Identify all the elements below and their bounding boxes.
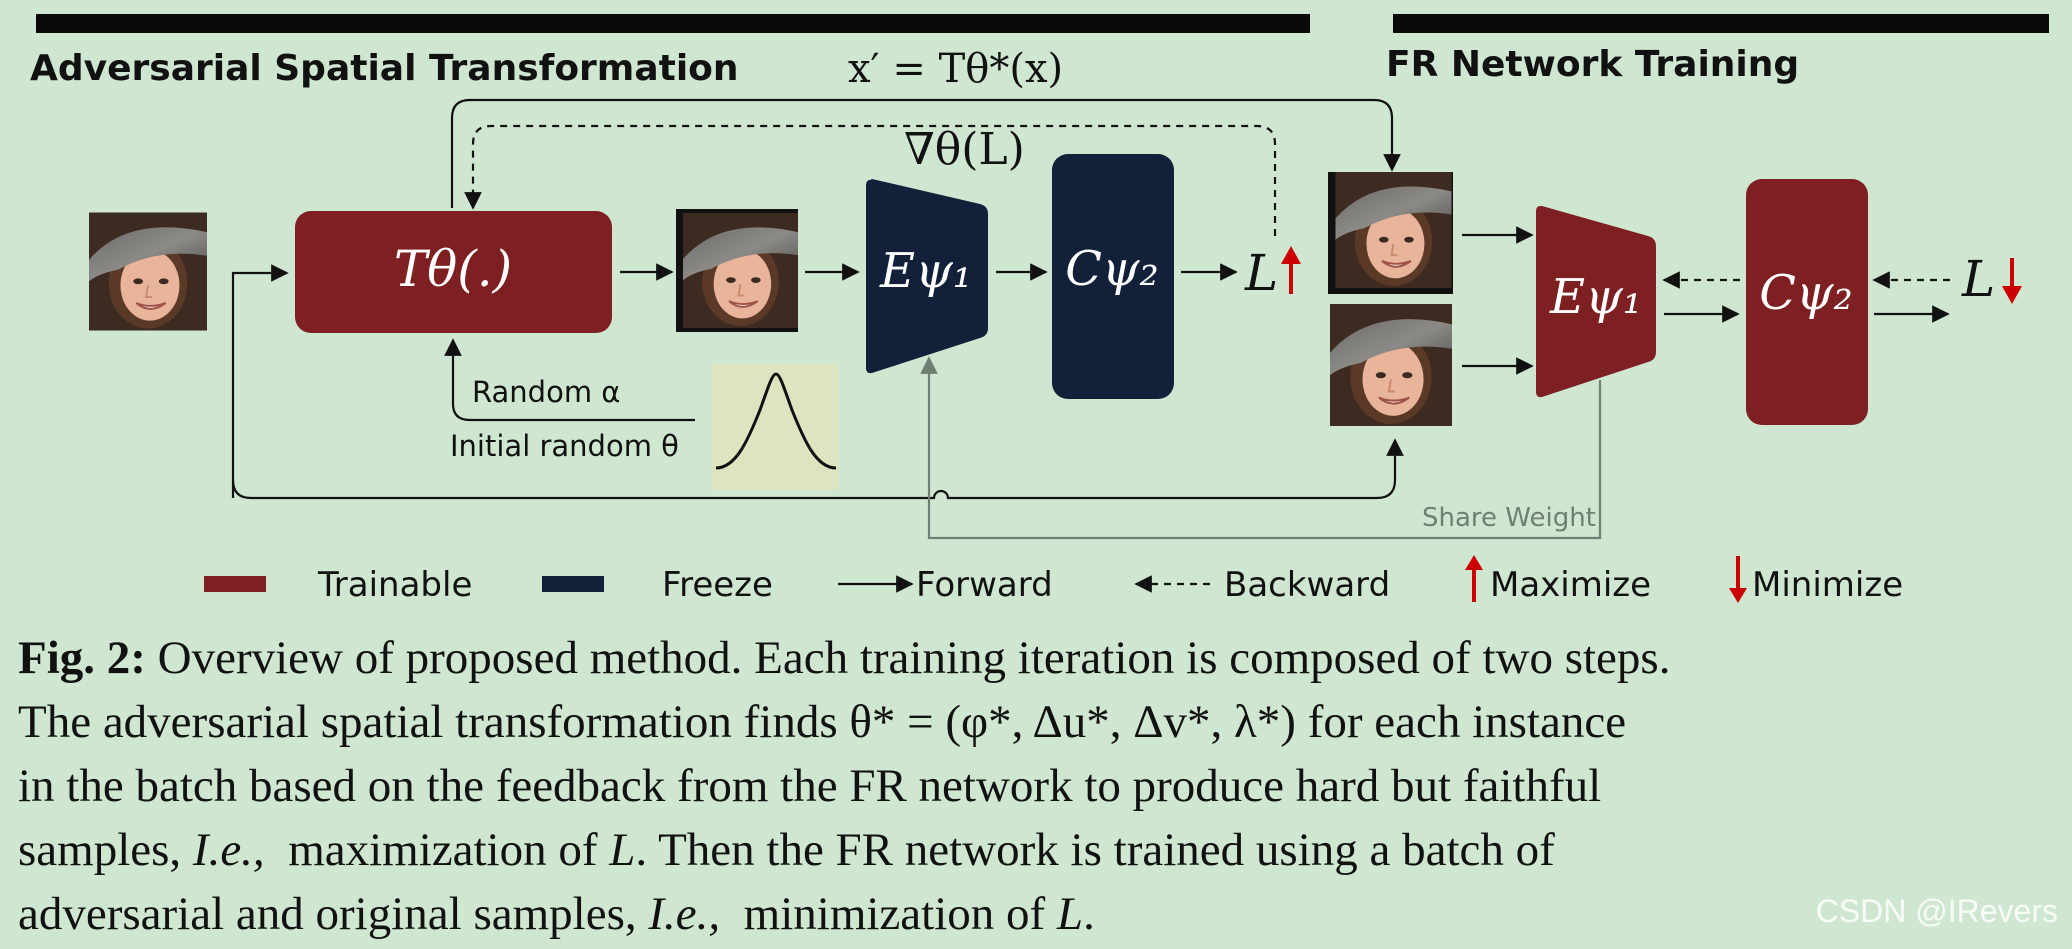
legend-freeze-label: Freeze [662, 565, 773, 605]
x-prime-formula: x′ = Tθ*(x) [848, 46, 1063, 92]
legend-forward-label: Forward [916, 565, 1053, 605]
gradient-formula: ∇θ(L) [904, 124, 1025, 175]
legend-minimize-label: Minimize [1752, 565, 1903, 605]
figure-caption: Fig. 2: Overview of proposed method. Eac… [18, 626, 2058, 946]
caption-line-2: The adversarial spatial transformation f… [18, 690, 2058, 754]
random-alpha-label: Random α [472, 375, 620, 409]
original-face-image [1330, 304, 1452, 426]
caption-line-3: in the batch based on the feedback from … [18, 754, 2058, 818]
share-weight-label: Share Weight [1422, 503, 1596, 533]
legend-trainable-label: Trainable [317, 565, 472, 605]
caption-line-4-c: maximization of [288, 824, 597, 876]
legend-minimize-arrow-icon [1729, 556, 1747, 603]
caption-loss-1: L [609, 824, 635, 876]
legend-maximize-arrow-icon [1465, 555, 1483, 602]
caption-line-5-a: adversarial and original samples, [18, 888, 637, 940]
trainable-classifier-label: Cψ₂ [1759, 265, 1853, 321]
header-bar-right [1393, 14, 2049, 33]
caption-fig-label: Fig. 2: [18, 632, 146, 684]
transform-label: Tθ(.) [394, 240, 512, 298]
method-diagram: Adversarial Spatial Transformation FR Ne… [0, 0, 2072, 620]
caption-line-5-c: minimization of [744, 888, 1046, 940]
caption-line-4-a: samples, [18, 824, 181, 876]
caption-line-5-e: . [1083, 888, 1095, 940]
watermark: CSDN @IRevers [1816, 893, 2058, 930]
header-left-title: Adversarial Spatial Transformation [30, 48, 739, 89]
input-to-transform-arrow [233, 273, 287, 498]
maximize-arrow-icon [1281, 246, 1301, 294]
frozen-encoder-label: Eψ₁ [879, 243, 972, 299]
loss-min-label: L [1961, 250, 1995, 308]
caption-loss-2: L [1057, 888, 1083, 940]
adversarial-face-image [1328, 172, 1453, 294]
caption-line-1: Fig. 2: Overview of proposed method. Eac… [18, 626, 2058, 690]
frozen-classifier-label: Cψ₂ [1065, 241, 1159, 297]
legend: Trainable Freeze Forward Backward Maximi… [204, 555, 1903, 605]
transformed-face-image [676, 209, 798, 332]
legend-backward-label: Backward [1224, 565, 1390, 605]
caption-line-4: samples, I.e., maximization of L. Then t… [18, 818, 2058, 882]
caption-line-1-text: Overview of proposed method. Each traini… [158, 632, 1671, 684]
trainable-encoder-label: Eψ₁ [1549, 269, 1642, 325]
initial-theta-label: Initial random θ [450, 429, 679, 463]
legend-freeze-swatch [542, 576, 604, 592]
caption-line-5: adversarial and original samples, I.e., … [18, 882, 2058, 946]
gaussian-distribution-box [712, 364, 838, 490]
caption-line-4-e: . Then the FR network is trained using a… [635, 824, 1554, 876]
caption-ie-1: I.e., [193, 824, 265, 876]
legend-trainable-swatch [204, 576, 266, 592]
header-bar-left [36, 14, 1310, 33]
legend-maximize-label: Maximize [1490, 565, 1651, 605]
loss-max-label: L [1244, 244, 1278, 302]
input-face-image [89, 213, 207, 331]
header-right-title: FR Network Training [1386, 44, 1799, 85]
minimize-arrow-icon [2002, 258, 2022, 304]
caption-ie-2: I.e., [648, 888, 720, 940]
